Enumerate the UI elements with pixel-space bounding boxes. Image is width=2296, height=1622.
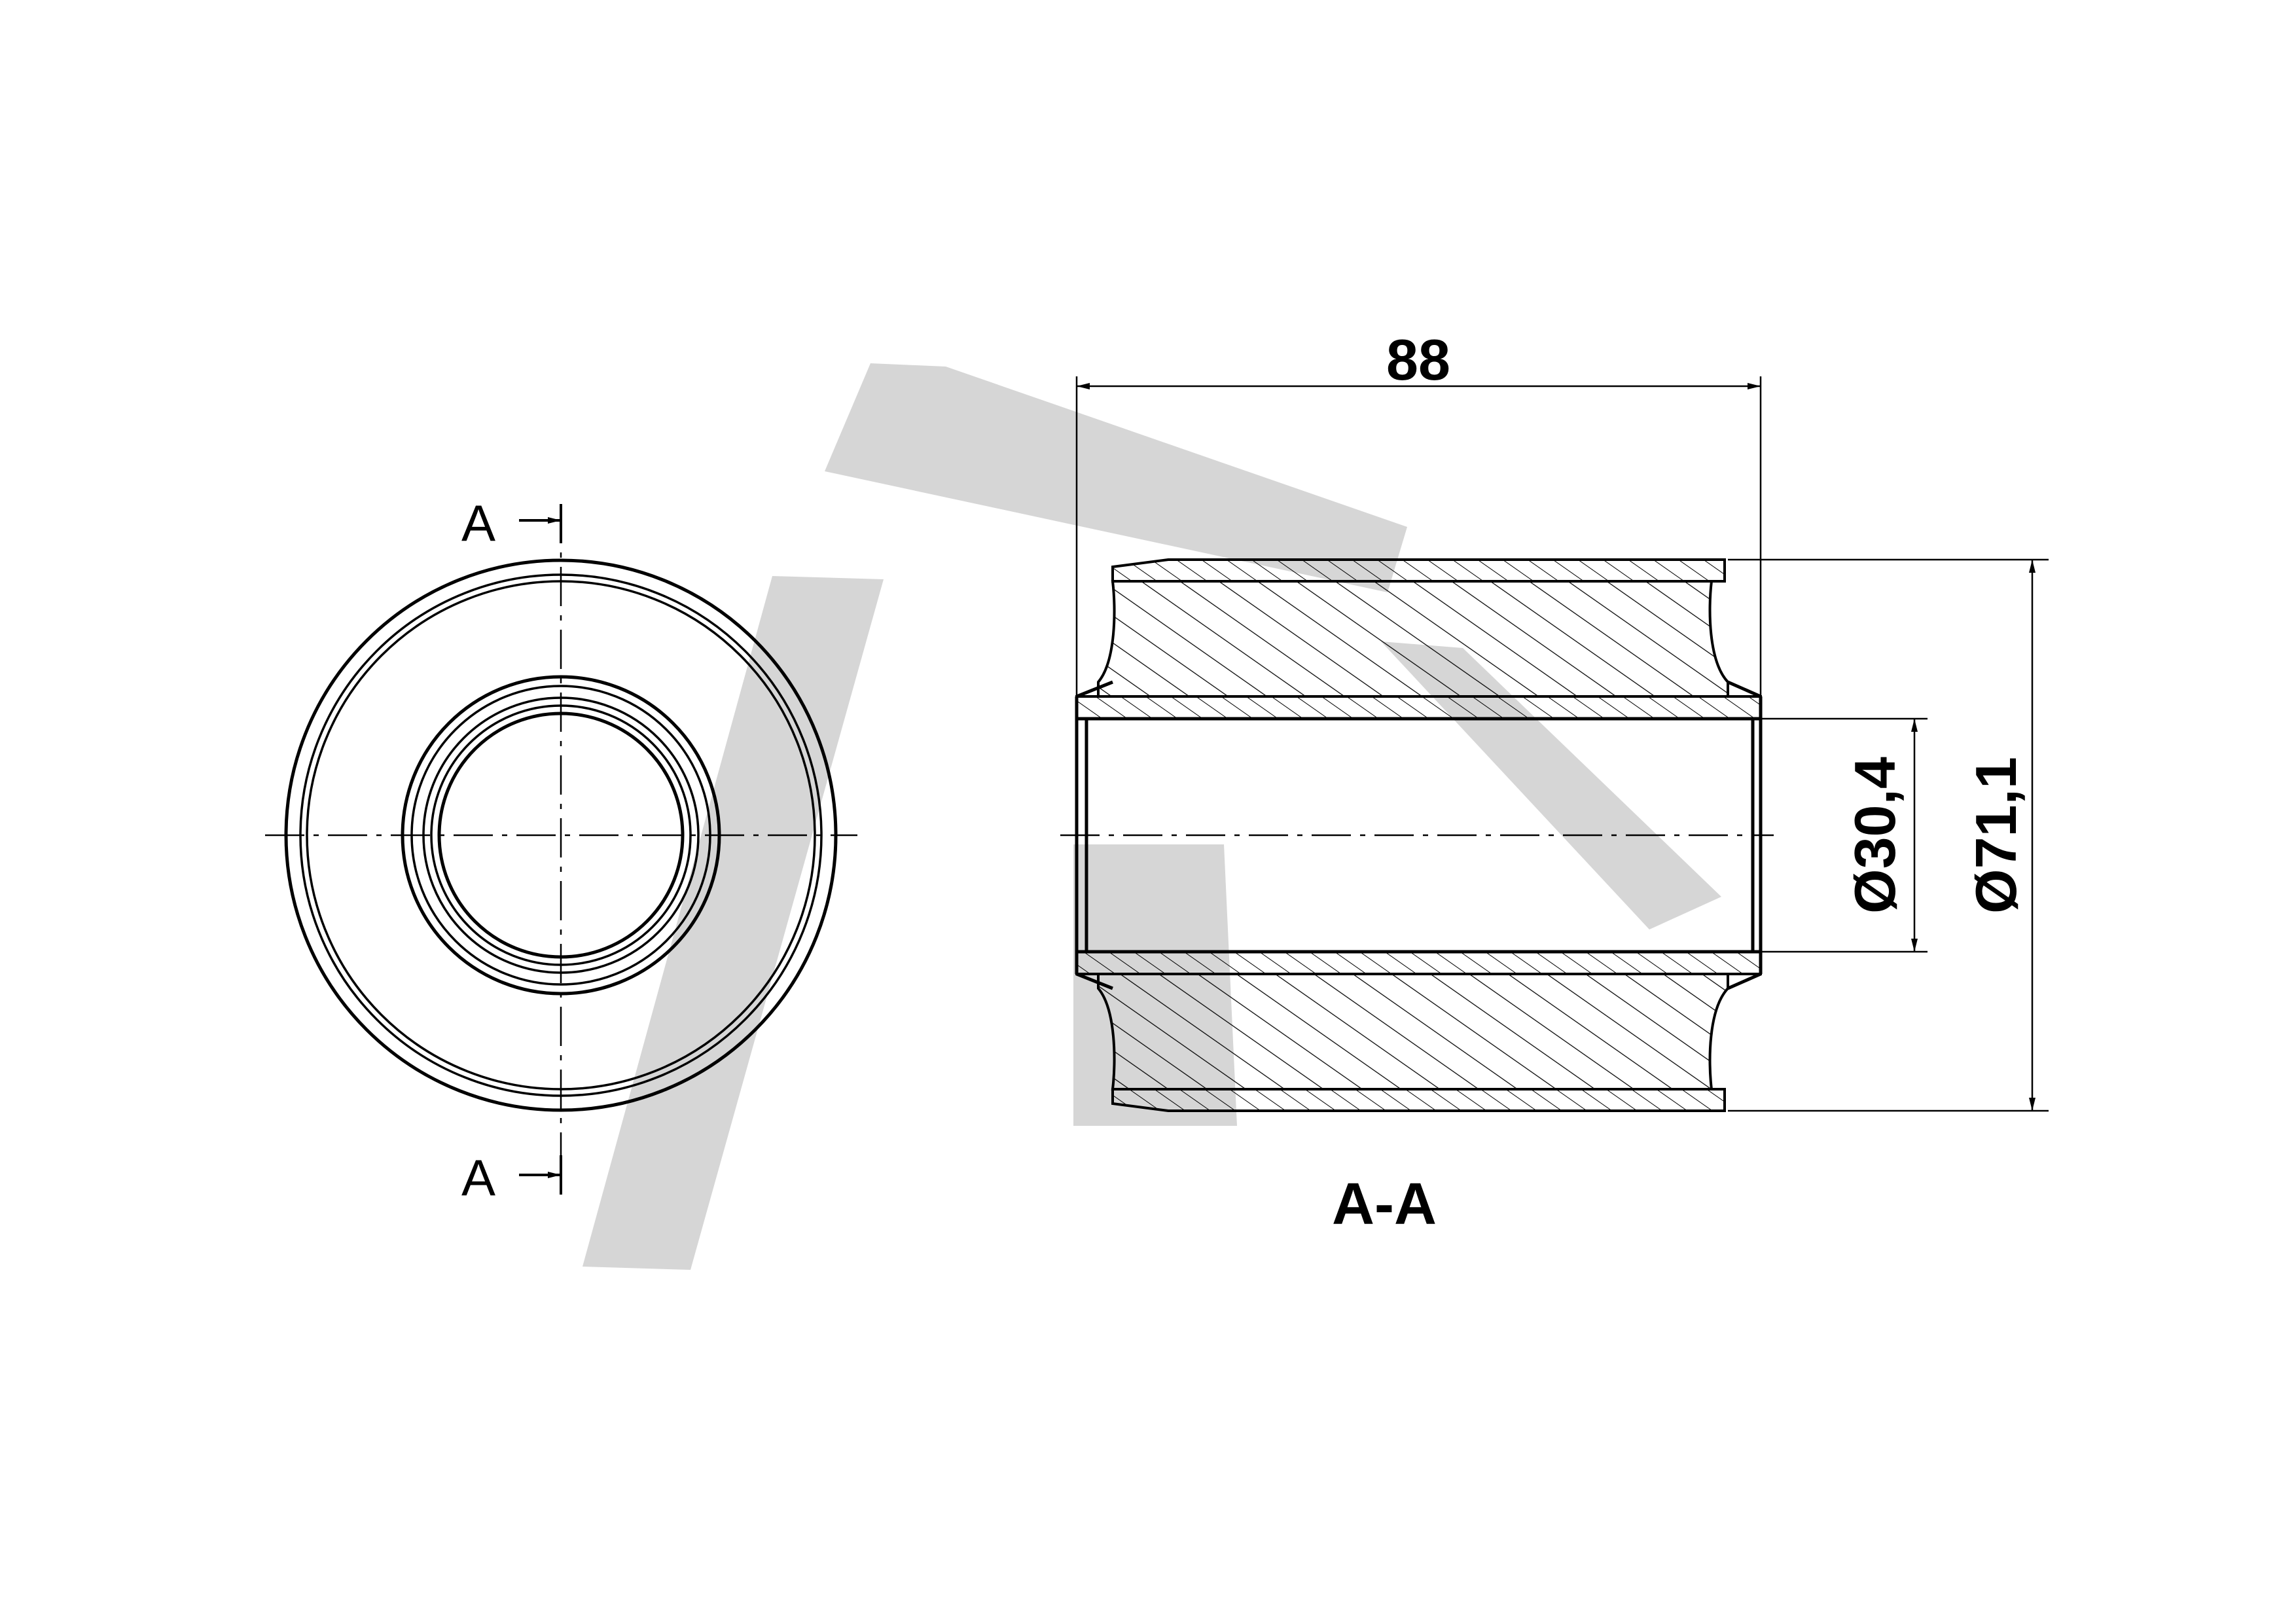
section-title: A-A — [1332, 1172, 1437, 1237]
section-marker-bottom-label: A — [461, 1149, 495, 1206]
rubber-body-upper — [1097, 580, 1729, 698]
outer-diameter-label: Ø71,1 — [1964, 757, 2028, 914]
rubber-body-lower — [1097, 973, 1729, 1090]
outer-sleeve-lower — [1111, 1088, 1726, 1112]
front-view — [265, 504, 857, 1195]
section-marker-top-label: A — [461, 494, 495, 552]
section-view — [1060, 558, 1774, 1112]
inner-diameter-label: Ø30,4 — [1842, 757, 1907, 914]
length-dimension-label: 88 — [1386, 327, 1450, 392]
watermark-logo — [583, 363, 1721, 1270]
dimension-lines — [1075, 376, 2049, 1112]
inner-sleeve-upper-wall — [1075, 695, 1762, 720]
inner-sleeve-lower-wall — [1075, 950, 1762, 975]
outer-sleeve-upper — [1111, 558, 1726, 583]
